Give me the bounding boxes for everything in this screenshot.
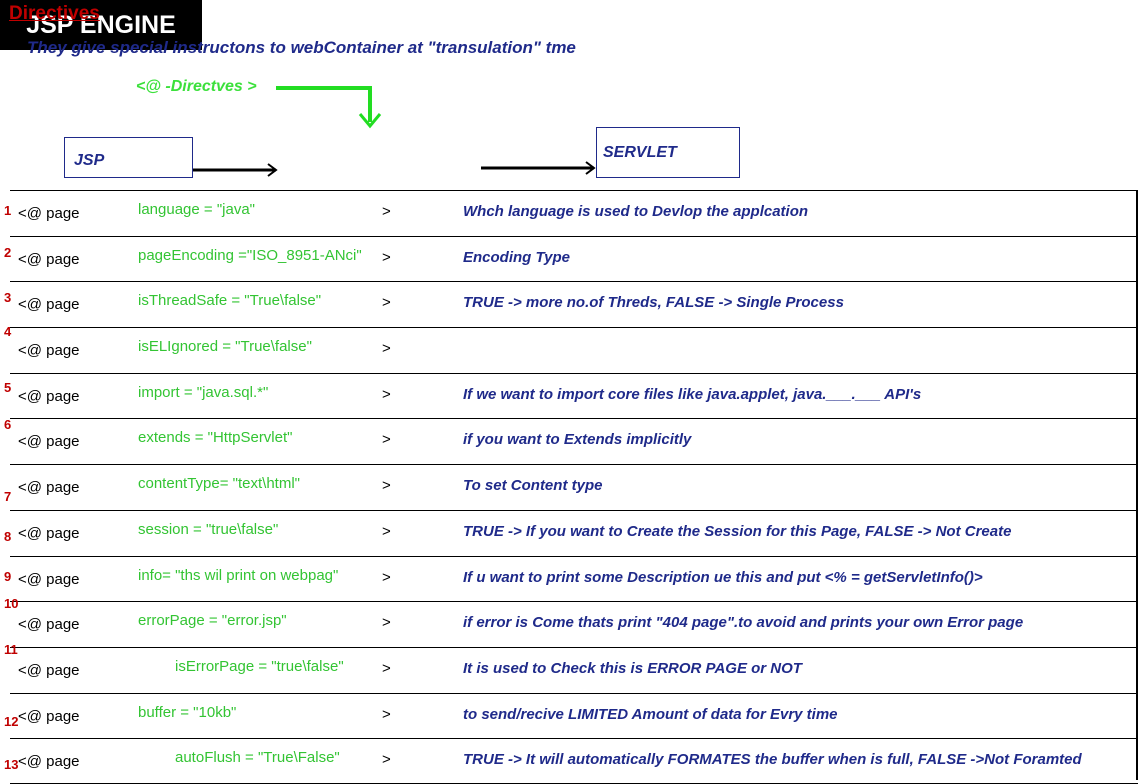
closing-bracket: > bbox=[382, 659, 391, 677]
table-row: 11<@ page isErrorPage = "true\false" > It i… bbox=[4, 642, 1138, 693]
row-number: 8 bbox=[4, 528, 12, 544]
engine-to-servlet-arrowhead bbox=[585, 161, 596, 175]
attribute-description: Encoding Type bbox=[463, 248, 570, 266]
directive-attribute: isThreadSafe = "True\false" bbox=[138, 292, 322, 310]
directive-attribute: errorPage = "error.jsp" bbox=[138, 612, 287, 630]
row-number: 12 bbox=[4, 713, 19, 729]
page-directive-tag: <@ page bbox=[18, 479, 80, 497]
attribute-description: TRUE -> It will automatically FORMATES t… bbox=[463, 751, 1082, 769]
jsp-engine-node: JSP ENGINE bbox=[0, 0, 202, 50]
table-row: 7 <@ page contentType= "text\html" > To set … bbox=[4, 464, 1138, 510]
jsp-to-engine-arrowhead bbox=[267, 163, 278, 177]
directive-attribute: pageEncoding ="ISO_8951-ANci" bbox=[138, 246, 362, 264]
attribute-description: TRUE -> more no.of Threds, FALSE -> Sing… bbox=[463, 294, 844, 312]
table-row: 1 <@ page language = "java" > Whch language … bbox=[4, 190, 1138, 236]
row-number: 4 bbox=[4, 324, 12, 340]
closing-bracket: > bbox=[382, 568, 391, 586]
table-row: 12<@ page buffer = "10kb" > to send/recive … bbox=[4, 692, 1138, 739]
directive-label: <@ -Directves > bbox=[136, 78, 257, 95]
closing-bracket: > bbox=[382, 385, 391, 403]
page-directive-tag: <@ page bbox=[18, 205, 80, 222]
table-row: 2 <@ page pageEncoding ="ISO_8951-ANci" > En… bbox=[4, 235, 1138, 282]
table-row: 13<@ page autoFlush = "True\False" > TRUE -… bbox=[4, 738, 1138, 784]
closing-bracket: > bbox=[382, 477, 391, 495]
row-number: 13 bbox=[4, 757, 19, 773]
closing-bracket: > bbox=[382, 522, 391, 540]
table-row: 4 <@ page isELIgnored = "True\false" > bbox=[4, 324, 1138, 373]
closing-bracket: > bbox=[382, 705, 391, 723]
attribute-description: to send/recive LIMITED Amount of data fo… bbox=[463, 705, 838, 723]
closing-bracket: > bbox=[382, 203, 391, 220]
table-row: 8 <@ page session = "true\false" > TRUE -> I… bbox=[4, 509, 1138, 556]
page-directive-tag: <@ page bbox=[18, 296, 80, 314]
row-number: 2 bbox=[4, 244, 12, 260]
row-number: 3 bbox=[4, 290, 12, 306]
attribute-description: if you want to Extends implicitly bbox=[463, 431, 692, 449]
page-directive-tag: <@ page bbox=[18, 524, 80, 542]
table-right-border bbox=[1136, 190, 1138, 780]
attribute-description: TRUE -> If you want to Create the Sessio… bbox=[463, 522, 1012, 540]
page-directive-tag: <@ page bbox=[18, 387, 80, 405]
row-number: 6 bbox=[4, 417, 12, 433]
row-number: 11 bbox=[4, 641, 18, 657]
directive-attribute: isELIgnored = "True\false" bbox=[138, 338, 312, 356]
table-row: 6 <@ page extends = "HttpServlet" > if you w… bbox=[4, 417, 1138, 464]
table-row: 10 <@ page errorPage = "error.jsp" > if erro… bbox=[4, 596, 1138, 647]
row-number: 10 bbox=[4, 596, 19, 612]
page-directive-tag: <@ page bbox=[18, 570, 80, 588]
jsp-node: JSP bbox=[64, 137, 193, 178]
directive-attribute: buffer = "10kb" bbox=[138, 703, 237, 721]
row-number: 9 bbox=[4, 568, 12, 584]
directive-attribute: language = "java" bbox=[138, 201, 255, 218]
jsp-node-label: JSP bbox=[74, 152, 105, 169]
closing-bracket: > bbox=[382, 614, 391, 632]
directive-attribute: contentType= "text\html" bbox=[138, 475, 300, 493]
directive-table: 1 <@ page language = "java" > Whch language … bbox=[4, 190, 1138, 784]
directive-attribute: extends = "HttpServlet" bbox=[138, 429, 293, 447]
closing-bracket: > bbox=[382, 340, 391, 358]
attribute-description: If u want to print some Description ue t… bbox=[463, 568, 983, 586]
directive-arrow-head bbox=[358, 113, 382, 129]
attribute-description: if error is Come thats print "404 page".… bbox=[463, 614, 1024, 632]
row-number: 5 bbox=[4, 379, 12, 395]
directive-attribute: autoFlush = "True\False" bbox=[175, 749, 340, 767]
page-directive-tag: <@ page bbox=[18, 250, 80, 268]
closing-bracket: > bbox=[382, 248, 391, 266]
page-directive-tag: <@ page bbox=[18, 433, 80, 451]
directive-attribute: isErrorPage = "true\false" bbox=[175, 657, 344, 675]
page-directive-tag: <@ page bbox=[18, 661, 80, 679]
flow-arrows bbox=[192, 86, 596, 177]
directive-attribute: info= "ths wil print on webpag" bbox=[138, 566, 339, 584]
attribute-description: It is used to Check this is ERROR PAGE o… bbox=[463, 659, 802, 677]
page-directive-tag: <@ page bbox=[18, 707, 80, 725]
table-row: 3 <@ page isThreadSafe = "True\false" > TRUE… bbox=[4, 281, 1138, 327]
table-row: 9 <@ page info= "ths wil print on webpag" >… bbox=[4, 555, 1138, 602]
directive-attribute: import = "java.sql.*" bbox=[138, 383, 269, 401]
row-number: 1 bbox=[4, 203, 12, 218]
table-row: 5 <@ page import = "java.sql.*" > If we want… bbox=[4, 372, 1138, 419]
page-directive-tag: <@ page bbox=[18, 753, 80, 771]
row-number: 7 bbox=[4, 489, 12, 505]
servlet-node-label: SERVLET bbox=[603, 144, 677, 161]
closing-bracket: > bbox=[382, 751, 391, 769]
page-directive-tag: <@ page bbox=[18, 342, 80, 360]
attribute-description: Whch language is used to Devlop the appl… bbox=[463, 203, 809, 220]
closing-bracket: > bbox=[382, 294, 391, 312]
diagram-subtitle: They give special instructons to webCont… bbox=[27, 38, 576, 57]
diagram-title: Directives bbox=[9, 3, 100, 24]
page-directive-tag: <@ page bbox=[18, 616, 80, 634]
attribute-description: To set Content type bbox=[463, 477, 603, 495]
closing-bracket: > bbox=[382, 431, 391, 449]
attribute-description: If we want to import core files like jav… bbox=[463, 385, 922, 403]
servlet-node: SERVLET bbox=[596, 127, 740, 178]
directive-attribute: session = "true\false" bbox=[138, 520, 279, 538]
